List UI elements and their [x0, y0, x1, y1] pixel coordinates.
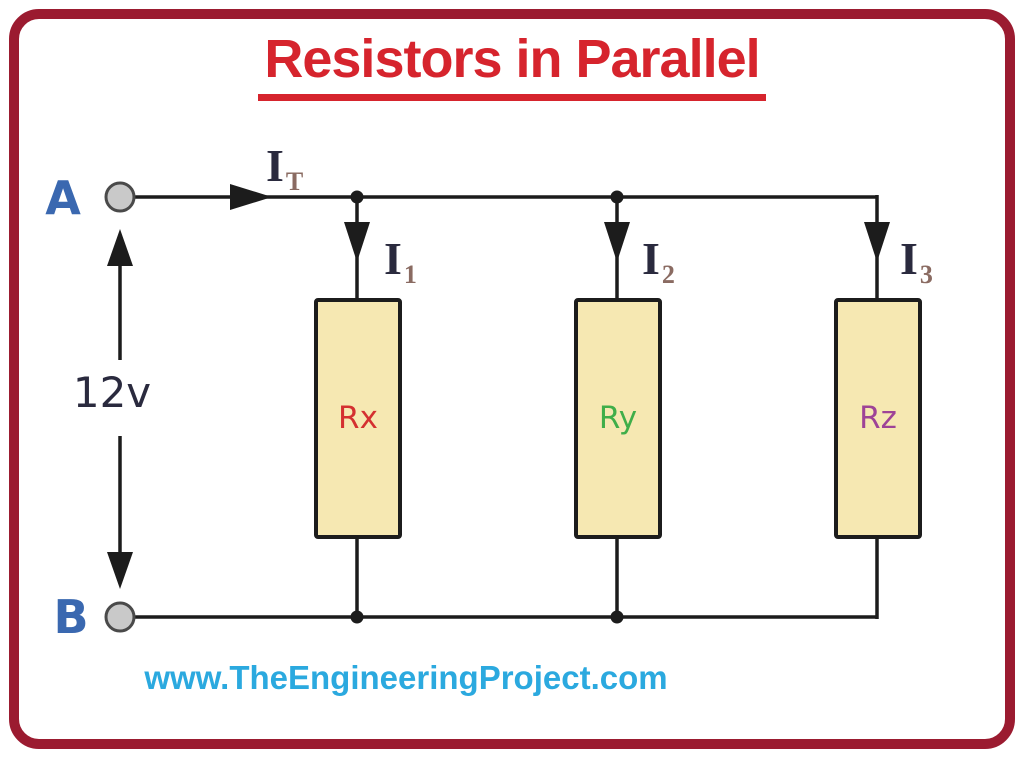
current3-arrow-icon [864, 222, 890, 262]
resistor-ry-label: Ry [599, 400, 637, 436]
voltage-arrow-up-icon [107, 229, 133, 266]
resistor-rz-label: Rz [859, 400, 897, 436]
current3-label: I3 [900, 233, 933, 289]
junction-dot [610, 610, 624, 624]
resistor-rx-label: Rx [338, 400, 378, 436]
terminal-a-icon [104, 181, 136, 213]
current-total-arrow-icon [230, 184, 272, 210]
current2-arrow-icon [604, 222, 630, 262]
node-a-label: A [45, 171, 81, 225]
current1-arrow-icon [344, 222, 370, 262]
branch-rx: I1 Rx [314, 190, 417, 624]
title-container: Resistors in Parallel [12, 28, 1012, 102]
terminal-b-icon [104, 601, 136, 633]
voltage-arrow-down-icon [107, 552, 133, 589]
node-b-label: B [53, 590, 88, 644]
page-title: Resistors in Parallel [258, 28, 766, 102]
website-watermark: www.TheEngineeringProject.com [144, 659, 668, 696]
voltage-indicator: 12v [73, 229, 151, 589]
junction-dot [610, 190, 624, 204]
current2-label: I2 [642, 233, 675, 289]
branch-rz: I3 Rz [834, 195, 933, 619]
junction-dot [350, 190, 364, 204]
junction-dot [350, 610, 364, 624]
branch-ry: I2 Ry [574, 190, 675, 624]
current1-label: I1 [384, 233, 417, 289]
voltage-value-label: 12v [73, 368, 151, 417]
current-total-label: IT [266, 140, 303, 196]
